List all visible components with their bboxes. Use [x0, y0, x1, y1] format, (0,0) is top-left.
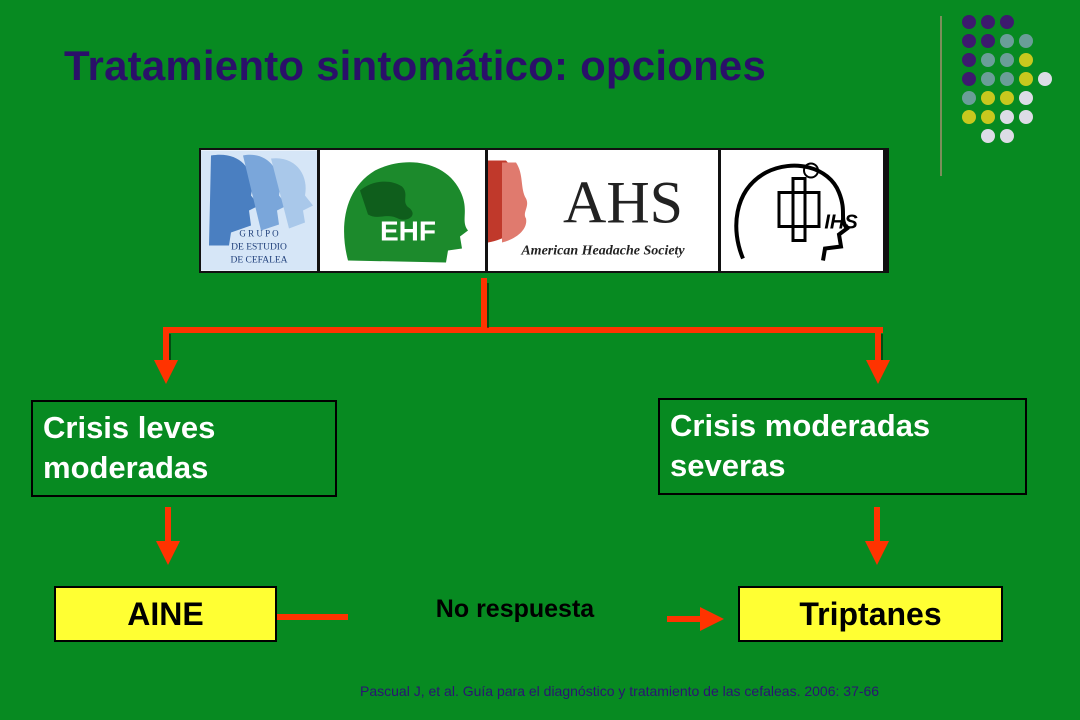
logo-grupo-line: G R U P O: [239, 229, 279, 239]
decorative-dot: [1019, 72, 1033, 86]
box-left-line1: Crisis leves: [43, 410, 216, 445]
decorative-dot: [1000, 15, 1014, 29]
decorative-dot: [1019, 34, 1033, 48]
logo-strip: G R U P O DE ESTUDIO DE CEFALEA EHF AHS …: [199, 148, 889, 273]
decorative-dot: [1000, 72, 1014, 86]
grupo-cefalea-heads-icon: G R U P O DE ESTUDIO DE CEFALEA: [201, 150, 317, 271]
box-right-line1: Crisis moderadas: [670, 408, 931, 443]
box-crisis-leves-moderadas: Crisis leves moderadas: [31, 400, 337, 497]
decorative-dot: [1038, 72, 1052, 86]
slide-title: Tratamiento sintomático: opciones: [64, 42, 767, 89]
decorative-dot: [1000, 34, 1014, 48]
logo-ihs-text: IHS: [824, 212, 858, 234]
box-right-line2: severas: [670, 448, 786, 483]
logo-grupo-line: DE CEFALEA: [230, 256, 287, 266]
logo-ihs: IHS: [721, 150, 883, 271]
decorative-dot: [962, 34, 976, 48]
ahs-profile-icon: AHS American Headache Society: [488, 150, 718, 271]
citation: Pascual J, et al. Guía para el diagnósti…: [360, 683, 880, 699]
no-response-label: No respuesta: [435, 595, 595, 623]
decorative-dot: [1019, 53, 1033, 67]
decorative-dot: [962, 91, 976, 105]
decorative-dot: [981, 72, 995, 86]
box-triptanes: Triptanes: [738, 586, 1003, 642]
logo-grupo-line: DE ESTUDIO: [231, 243, 287, 253]
decorative-dot: [981, 129, 995, 143]
decorative-dot: [981, 34, 995, 48]
logo-ahs-text: AHS: [563, 170, 683, 236]
decorative-dot: [1019, 91, 1033, 105]
decorative-dot: [1000, 53, 1014, 67]
logo-grupo-estudio-cefalea: G R U P O DE ESTUDIO DE CEFALEA: [201, 150, 317, 271]
decorative-dot: [1000, 91, 1014, 105]
decorative-dot: [981, 91, 995, 105]
logo-ahs-subtext: American Headache Society: [520, 244, 685, 259]
decorative-dot: [1000, 129, 1014, 143]
decorative-dot: [981, 15, 995, 29]
logo-ehf-text: EHF: [380, 216, 436, 247]
ihs-head-icon: IHS: [721, 150, 883, 271]
box-crisis-moderadas-severas: Crisis moderadas severas: [658, 398, 1027, 495]
decorative-dot: [981, 53, 995, 67]
ehf-europe-head-icon: EHF: [320, 150, 485, 271]
decorative-dot: [962, 72, 976, 86]
box-left-line2: moderadas: [43, 450, 209, 485]
box-aine: AINE: [54, 586, 277, 642]
logo-ehf: EHF: [320, 150, 485, 271]
decorative-dot: [981, 110, 995, 124]
decorative-dot: [962, 53, 976, 67]
decorative-dot: [1019, 110, 1033, 124]
decorative-dot: [1000, 110, 1014, 124]
decorative-dot-grid: [940, 15, 1052, 176]
decorative-dot: [962, 15, 976, 29]
decorative-dot: [962, 110, 976, 124]
logo-ahs: AHS American Headache Society: [488, 150, 718, 271]
